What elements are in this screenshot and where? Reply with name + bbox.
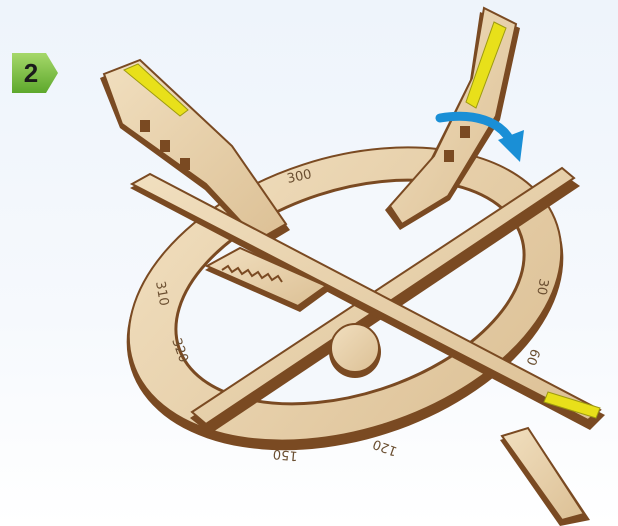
- bottom-leg: [500, 428, 590, 526]
- dial-label-30: 30: [533, 277, 551, 296]
- pinion-gear: [329, 324, 381, 378]
- dial-label-150: 150: [272, 446, 298, 463]
- dial-label-120: 120: [371, 436, 399, 459]
- dial-label-60: 60: [523, 347, 543, 368]
